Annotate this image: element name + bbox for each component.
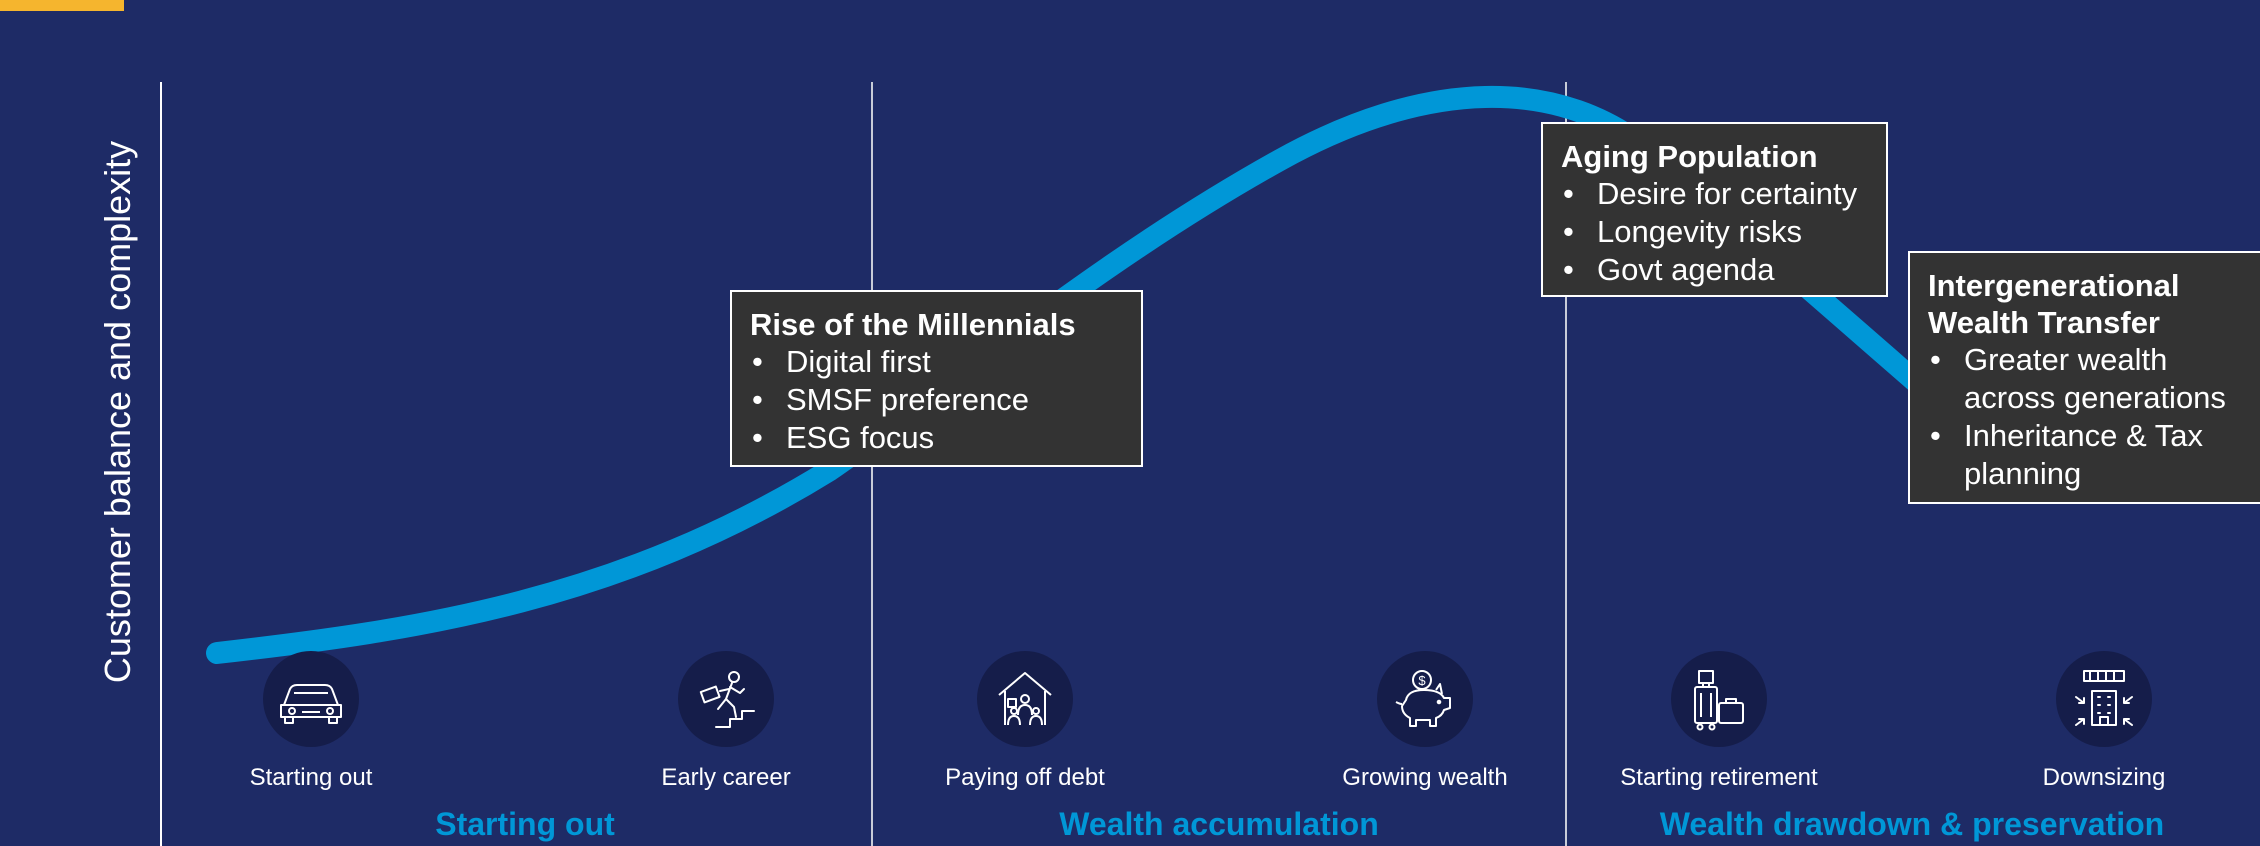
callout-bullets: Greater wealth across generations Inheri…: [1928, 341, 2246, 493]
stage-label: Paying off debt: [945, 764, 1105, 791]
stage-label: Early career: [661, 764, 791, 791]
accent-bar: [0, 0, 124, 11]
climbing-stairs-icon: [699, 671, 755, 728]
callout-title: Aging Population: [1561, 139, 1818, 174]
stage-downsizing: Downsizing: [1954, 651, 2254, 792]
phase-divider-2: [1565, 82, 1567, 846]
phase-label-starting-out: Starting out: [435, 806, 615, 842]
y-axis-line: [160, 82, 162, 846]
stage-label: Downsizing: [2042, 764, 2166, 791]
stage-paying-off-debt: Paying off debt: [875, 651, 1175, 792]
car-icon: [280, 684, 342, 724]
callout-bullet: Govt agenda: [1561, 251, 1868, 289]
callout-bullet: Digital first: [750, 343, 1123, 381]
downsize-building-icon: [2075, 670, 2133, 726]
luggage-icon: [1694, 670, 1744, 731]
phase-label-drawdown-preservation: Wealth drawdown & preservation: [1659, 806, 2165, 842]
callout-aging-population: Aging Population Desire for certainty Lo…: [1541, 122, 1888, 297]
stage-label: Growing wealth: [1342, 764, 1508, 791]
callout-title: Rise of the Millennials: [750, 307, 1076, 342]
callout-title: Intergenerational Wealth Transfer: [1928, 268, 2180, 340]
stage-icon-circle: $: [1377, 651, 1473, 747]
callout-bullet: Desire for certainty: [1561, 175, 1868, 213]
stage-label: Starting retirement: [1620, 764, 1818, 791]
stage-early-career: Early career: [576, 651, 876, 792]
callout-bullet: Inheritance & Tax planning: [1928, 417, 2246, 493]
stage-starting-out: Starting out: [161, 651, 461, 792]
stage-icon-circle: [977, 651, 1073, 747]
stage-icon-circle: [678, 651, 774, 747]
piggy-bank-icon: $: [1395, 670, 1451, 727]
stage-growing-wealth: $ Growing wealth: [1275, 651, 1575, 792]
callout-wealth-transfer: Intergenerational Wealth Transfer Greate…: [1908, 251, 2260, 504]
stage-label: Starting out: [249, 764, 373, 791]
phase-label-wealth-accumulation: Wealth accumulation: [1059, 806, 1379, 842]
callout-bullet: ESG focus: [750, 419, 1123, 457]
stage-icon-circle: [263, 651, 359, 747]
stage-icon-circle: [2056, 651, 2152, 747]
svg-text:$: $: [1418, 673, 1426, 688]
stage-icon-circle: [1671, 651, 1767, 747]
callout-bullets: Digital first SMSF preference ESG focus: [750, 343, 1123, 457]
stage-starting-retirement: Starting retirement: [1569, 651, 1869, 792]
callout-bullets: Desire for certainty Longevity risks Gov…: [1561, 175, 1868, 289]
callout-bullet: SMSF preference: [750, 381, 1123, 419]
callout-bullet: Longevity risks: [1561, 213, 1868, 251]
callout-millennials: Rise of the Millennials Digital first SM…: [730, 290, 1143, 467]
house-family-icon: [998, 672, 1052, 726]
callout-bullet: Greater wealth across generations: [1928, 341, 2246, 417]
